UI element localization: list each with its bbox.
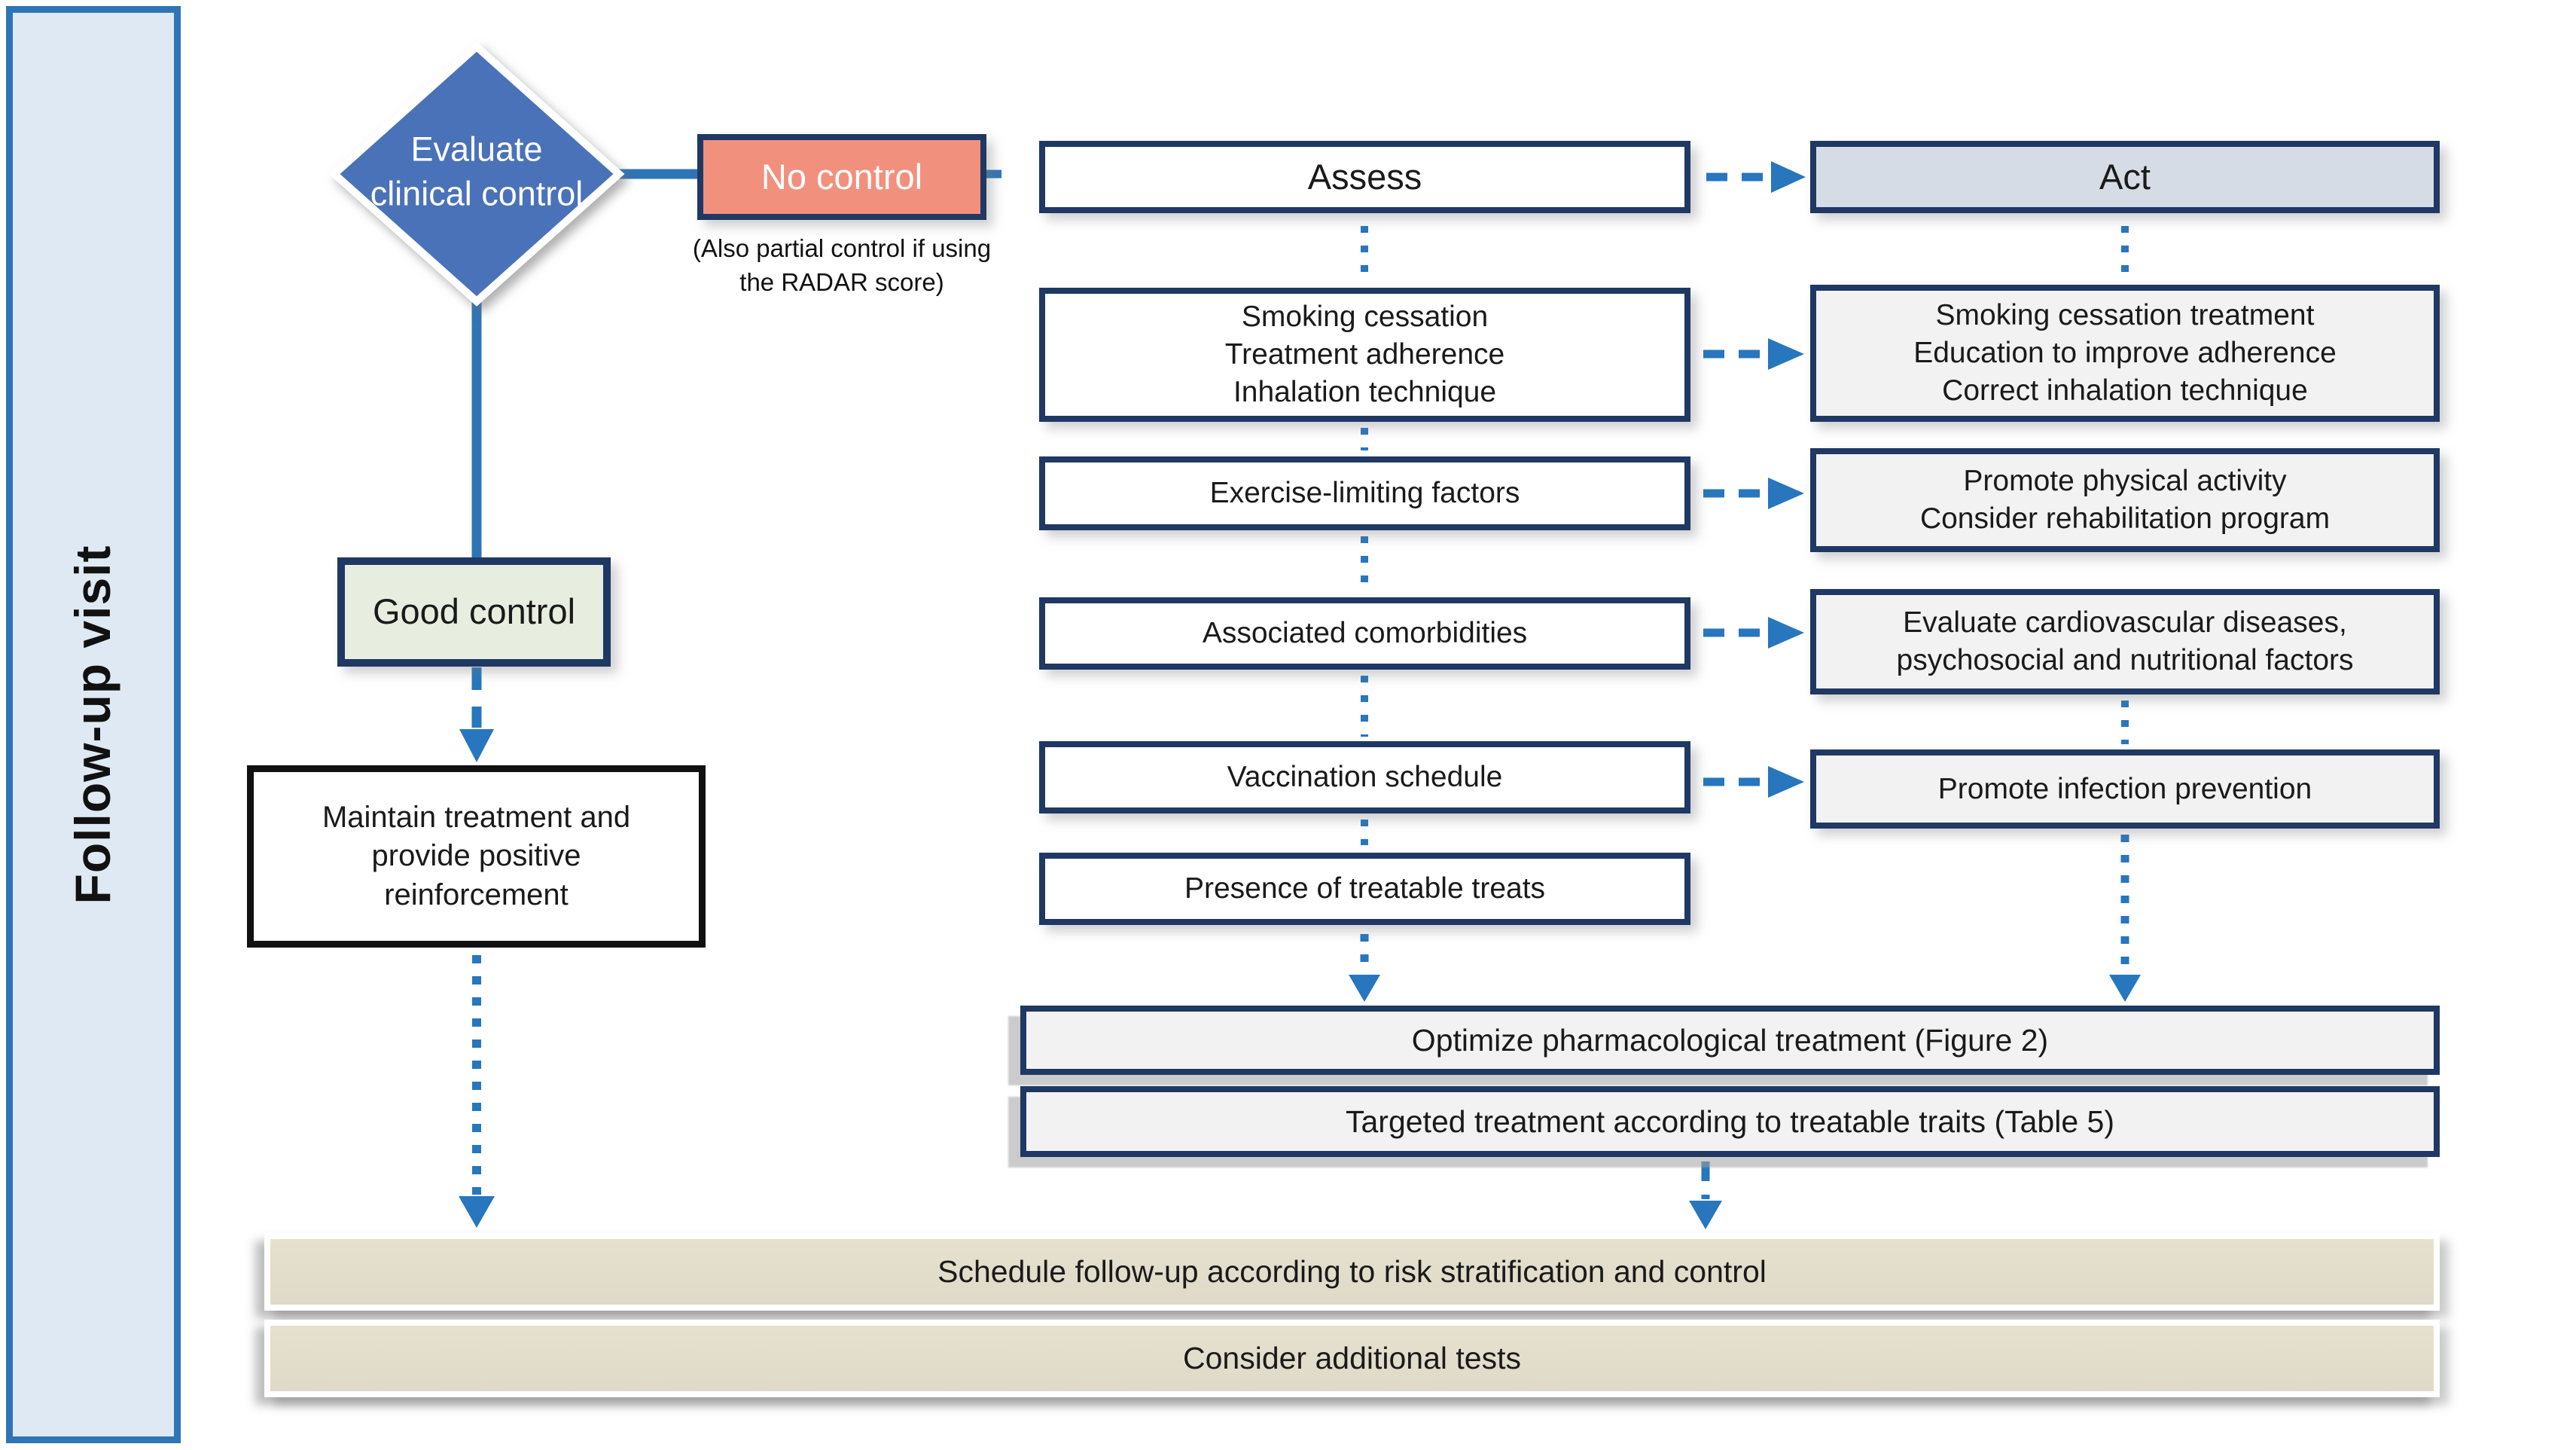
arrowhead-row1 xyxy=(1768,338,1804,370)
act-item-smoking-treatment-label: Smoking cessation treatment Education to… xyxy=(1913,299,2337,407)
act-item-cardiovascular: Evaluate cardiovascular diseases, psycho… xyxy=(1810,589,2440,694)
act-item-infection-prevention-label: Promote infection prevention xyxy=(1937,772,2312,805)
schedule-followup-label: Schedule follow-up according to risk str… xyxy=(937,1254,1767,1290)
maintain-treatment-box: Maintain treatment and provide positive … xyxy=(247,765,706,948)
assess-item-treatable-treats: Presence of treatable treats xyxy=(1039,853,1690,925)
act-header-label: Act xyxy=(2099,156,2151,197)
maintain-treatment-label: Maintain treatment and provide positive … xyxy=(322,801,631,911)
act-item-physical-activity: Promote physical activity Consider rehab… xyxy=(1810,448,2440,552)
optimize-treatment-box: Optimize pharmacological treatment (Figu… xyxy=(1020,1006,2440,1075)
arrowhead-row3 xyxy=(1768,617,1804,649)
assess-item-smoking-label: Smoking cessation Treatment adherence In… xyxy=(1224,301,1505,408)
targeted-treatment-label: Targeted treatment according to treatabl… xyxy=(1346,1104,2114,1139)
assess-item-smoking: Smoking cessation Treatment adherence In… xyxy=(1039,288,1690,422)
decision-label: Evaluate clinical control xyxy=(370,130,584,213)
arrowhead-maintain-to-footer xyxy=(459,1196,495,1228)
arrowhead-act-to-optimize xyxy=(2109,975,2141,1002)
arrowhead-targeted-to-footer xyxy=(1689,1201,1722,1229)
followup-visit-label: Follow-up visit xyxy=(65,545,120,905)
no-control-caption: (Also partial control if using the RADAR… xyxy=(692,234,992,296)
act-item-cardiovascular-label: Evaluate cardiovascular diseases, psycho… xyxy=(1896,606,2354,676)
arrowhead-assess-to-act xyxy=(1771,161,1806,193)
followup-visit-banner xyxy=(6,6,181,1443)
arrowhead-row4 xyxy=(1768,766,1804,798)
targeted-treatment-box: Targeted treatment according to treatabl… xyxy=(1020,1086,2440,1157)
additional-tests-label: Consider additional tests xyxy=(1183,1341,1521,1376)
no-control-label: No control xyxy=(761,156,923,197)
act-item-smoking-treatment: Smoking cessation treatment Education to… xyxy=(1810,285,2440,422)
no-control-box: No control xyxy=(697,134,986,220)
arrowhead-goodcontrol-to-maintain xyxy=(459,729,494,762)
assess-item-vaccination-label: Vaccination schedule xyxy=(1227,761,1503,794)
optimize-treatment-label: Optimize pharmacological treatment (Figu… xyxy=(1411,1022,2049,1058)
assess-item-exercise-label: Exercise-limiting factors xyxy=(1209,477,1520,510)
assess-header-label: Assess xyxy=(1307,156,1422,197)
act-header: Act xyxy=(1810,141,2440,213)
arrowhead-row2 xyxy=(1768,478,1804,509)
act-item-infection-prevention: Promote infection prevention xyxy=(1810,749,2440,829)
assess-item-exercise: Exercise-limiting factors xyxy=(1039,456,1690,530)
additional-tests-box: Consider additional tests xyxy=(264,1320,2440,1397)
assess-header: Assess xyxy=(1039,141,1690,213)
schedule-followup-box: Schedule follow-up according to risk str… xyxy=(264,1233,2440,1311)
arrowhead-assess-to-optimize xyxy=(1349,975,1380,1002)
good-control-box: Good control xyxy=(337,557,611,667)
assess-item-vaccination: Vaccination schedule xyxy=(1039,741,1690,814)
good-control-label: Good control xyxy=(372,591,576,632)
assess-item-treatable-treats-label: Presence of treatable treats xyxy=(1184,872,1546,905)
assess-item-comorbidities-label: Associated comorbidities xyxy=(1202,617,1528,650)
assess-item-comorbidities: Associated comorbidities xyxy=(1039,597,1690,670)
act-item-physical-activity-label: Promote physical activity Consider rehab… xyxy=(1919,465,2331,535)
